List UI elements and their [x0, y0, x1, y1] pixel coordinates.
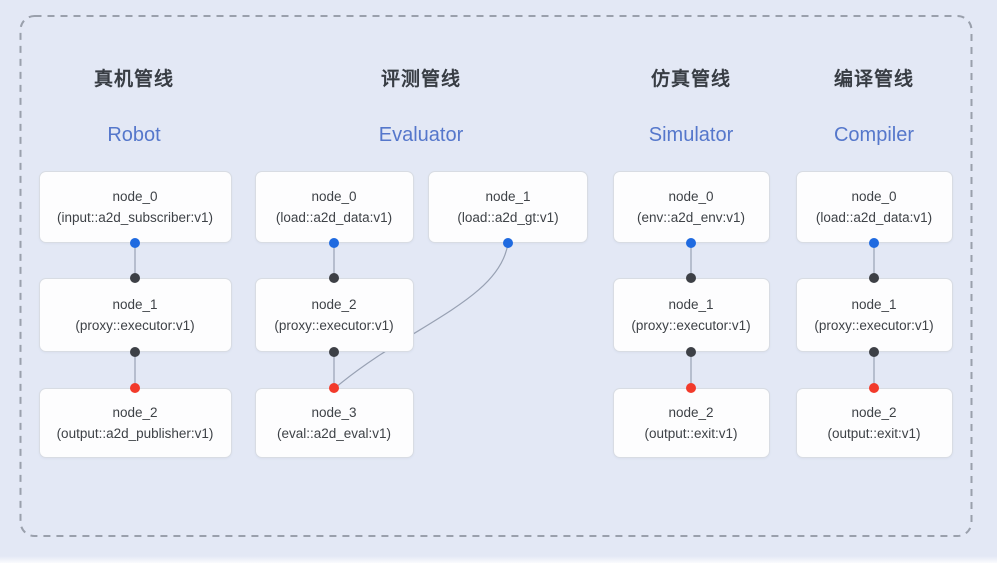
node-name: node_1: [851, 297, 897, 312]
pipeline-title-cn: 真机管线: [93, 69, 175, 90]
node-type: (output::exit:v1): [644, 426, 738, 441]
port-dot-dark: [130, 273, 140, 283]
pipeline-title-cn: 评测管线: [380, 69, 462, 90]
node-name: node_0: [112, 189, 158, 204]
node-box: node_1(proxy::executor:v1): [612, 278, 770, 352]
node-type: (output::a2d_publisher:v1): [56, 426, 214, 441]
pipeline-title-en: Simulator: [648, 124, 734, 146]
node-name: node_0: [311, 189, 357, 204]
node-box: node_2(output::a2d_publisher:v1): [38, 388, 232, 458]
node-type: (load::a2d_gt:v1): [457, 210, 559, 225]
pipeline-title-en: Evaluator: [378, 124, 464, 146]
pipeline-title-cn: 仿真管线: [650, 69, 732, 90]
node-type: (env::a2d_env:v1): [636, 210, 746, 225]
node-box: node_0(input::a2d_subscriber:v1): [38, 171, 232, 243]
node-name: node_1: [485, 189, 531, 204]
node-name: node_3: [311, 405, 357, 420]
node-name: node_2: [851, 405, 897, 420]
node-name: node_0: [668, 189, 714, 204]
pipeline-title-cn: 编译管线: [833, 69, 915, 90]
node-type: (proxy::executor:v1): [631, 318, 751, 333]
node-name: node_0: [851, 189, 897, 204]
node-type: (input::a2d_subscriber:v1): [56, 210, 214, 225]
node-type: (output::exit:v1): [827, 426, 921, 441]
node-type: (proxy::executor:v1): [75, 318, 195, 333]
node-type: (load::a2d_data:v1): [275, 210, 393, 225]
node-box: node_2(output::exit:v1): [612, 388, 770, 458]
node-type: (proxy::executor:v1): [274, 318, 394, 333]
node-box: node_1(proxy::executor:v1): [795, 278, 953, 352]
node-box: node_1(proxy::executor:v1): [38, 278, 232, 352]
node-box: node_0(load::a2d_data:v1): [254, 171, 414, 243]
edge-curve: [334, 242, 509, 389]
port-dot-red: [329, 383, 339, 393]
node-box: node_0(env::a2d_env:v1): [612, 171, 770, 243]
port-dot-dark: [869, 273, 879, 283]
port-dot-dark: [869, 347, 879, 357]
node-name: node_1: [668, 297, 714, 312]
node-box: node_3(eval::a2d_eval:v1): [254, 388, 414, 458]
port-dot-dark: [130, 347, 140, 357]
pipeline-title-en: Robot: [107, 124, 161, 146]
node-name: node_1: [112, 297, 158, 312]
node-name: node_2: [668, 405, 714, 420]
node-box: node_2(output::exit:v1): [795, 388, 953, 458]
node-name: node_2: [311, 297, 357, 312]
node-name: node_2: [112, 405, 158, 420]
port-dot-dark: [329, 273, 339, 283]
port-dot-blue: [503, 238, 513, 248]
port-dot-blue: [686, 238, 696, 248]
pipeline-title-en: Compiler: [833, 124, 915, 146]
node-box: node_0(load::a2d_data:v1): [795, 171, 953, 243]
port-dot-blue: [130, 238, 140, 248]
node-type: (proxy::executor:v1): [814, 318, 934, 333]
port-dot-blue: [329, 238, 339, 248]
port-dot-red: [130, 383, 140, 393]
port-dot-dark: [686, 347, 696, 357]
port-dot-dark: [329, 347, 339, 357]
node-type: (load::a2d_data:v1): [815, 210, 933, 225]
node-type: (eval::a2d_eval:v1): [276, 426, 392, 441]
port-dot-blue: [869, 238, 879, 248]
node-box: node_2(proxy::executor:v1): [254, 278, 414, 352]
port-dot-red: [869, 383, 879, 393]
port-dot-red: [686, 383, 696, 393]
node-box: node_1(load::a2d_gt:v1): [428, 171, 588, 243]
dashed-frame: [19, 15, 973, 537]
port-dot-dark: [686, 273, 696, 283]
